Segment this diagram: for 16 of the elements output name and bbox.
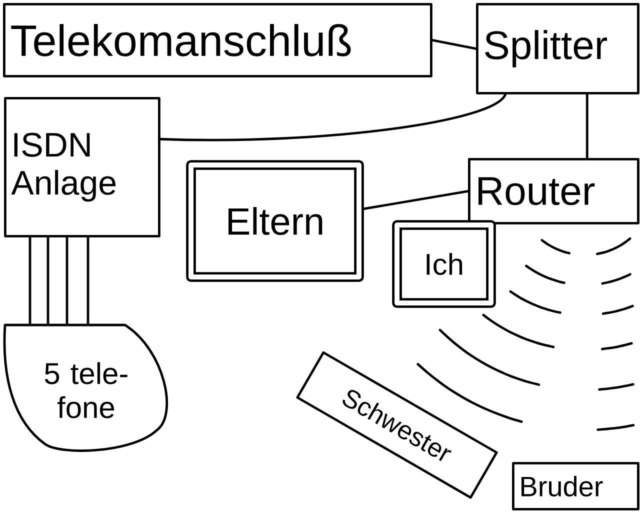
cable	[46, 236, 50, 326]
rounded-blob: 5 tele- fone	[3, 324, 168, 452]
cable	[86, 236, 90, 326]
label-box: ISDN Anlage	[4, 97, 160, 238]
label-box: Telekomanschluß	[3, 3, 432, 78]
label-box: Bruder	[512, 462, 640, 510]
monitor-box: Eltern	[186, 160, 364, 282]
cable	[586, 93, 588, 160]
cable	[362, 190, 470, 210]
label-box: Router	[468, 158, 640, 224]
cable	[431, 39, 478, 50]
cable	[66, 236, 68, 326]
cable	[28, 236, 32, 326]
screen-box: Ich	[392, 220, 496, 308]
cable	[159, 93, 507, 142]
label-box: Splitter	[476, 3, 640, 94]
